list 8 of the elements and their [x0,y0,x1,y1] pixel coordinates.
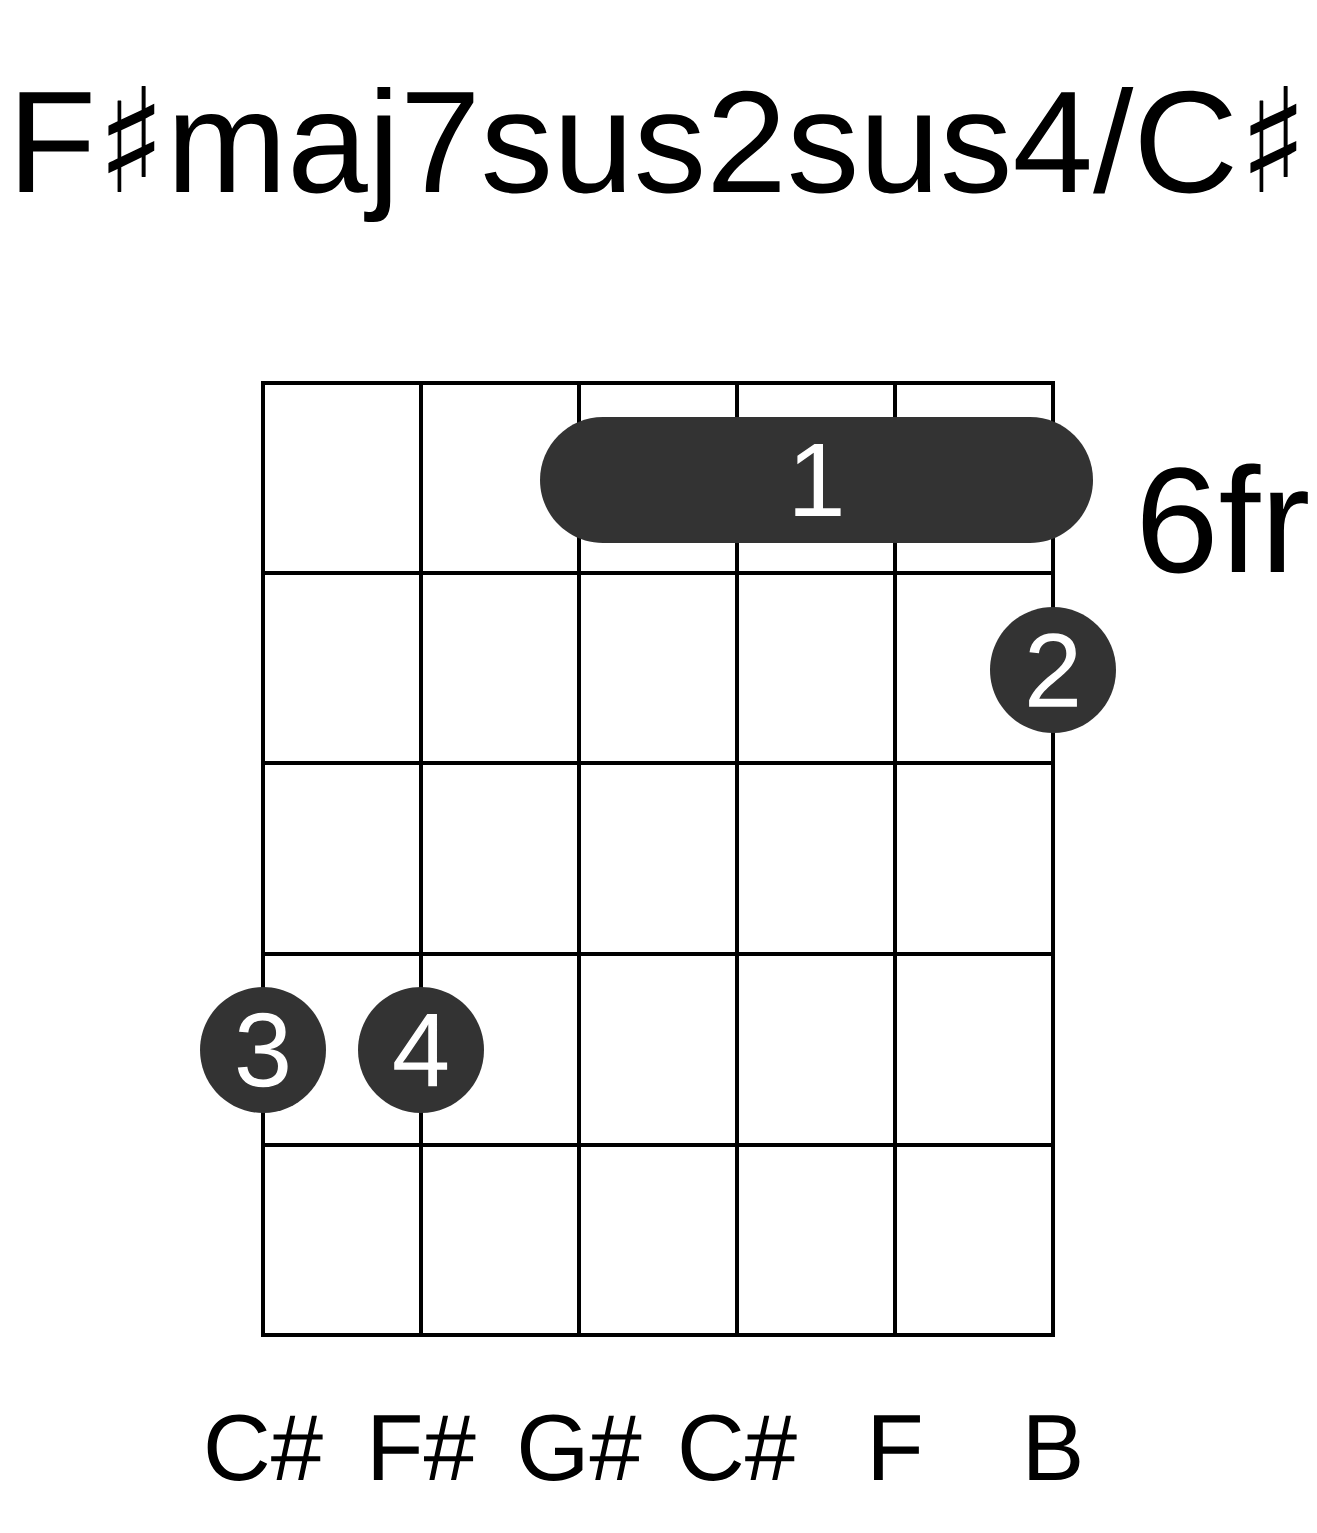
string-note: C# [207,1414,323,1481]
string-note: B [1029,1415,1080,1480]
string-note: G# [521,1414,642,1481]
string-note: C# [681,1414,797,1481]
chord-title: F♯maj7sus2sus4/C♯ [19,86,1297,223]
fret-number: 6fr [1142,463,1308,574]
string-note: F [874,1415,920,1480]
string-note: F# [373,1415,476,1480]
